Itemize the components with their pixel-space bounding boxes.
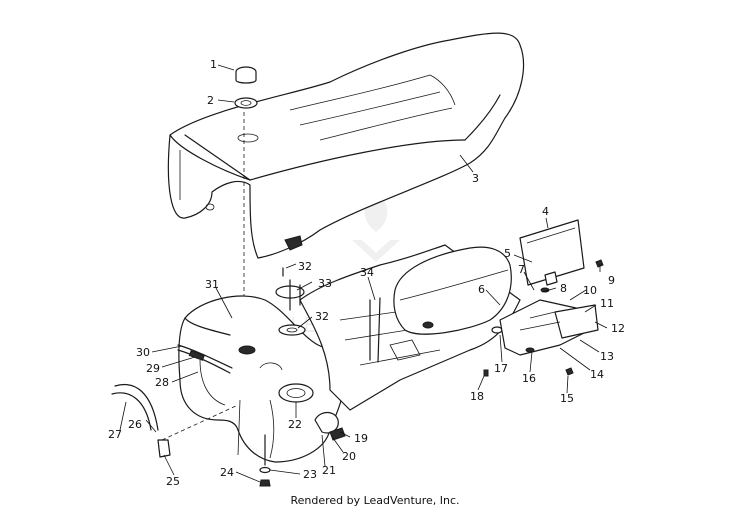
mounting-hardware	[259, 434, 271, 487]
callout-18: 18	[470, 390, 484, 403]
leader-lines	[119, 64, 608, 483]
breather-hose	[177, 344, 233, 374]
callout-1: 1	[210, 58, 217, 71]
callout-33: 33	[318, 277, 332, 290]
callout-13: 13	[600, 350, 614, 363]
cap-gasket	[234, 97, 258, 109]
callout-12: 12	[611, 322, 625, 335]
callout-31: 31	[205, 278, 219, 291]
fuel-fitting	[157, 439, 171, 458]
callout-11: 11	[600, 297, 614, 310]
callout-5: 5	[504, 247, 511, 260]
callout-25: 25	[166, 475, 180, 488]
callout-10: 10	[583, 284, 597, 297]
fuel-tank	[178, 295, 345, 463]
callout-9: 9	[608, 274, 615, 287]
callout-6: 6	[478, 283, 485, 296]
callout-7: 7	[518, 263, 525, 276]
callout-29: 29	[146, 362, 160, 375]
callout-3: 3	[472, 172, 479, 185]
callout-2: 2	[207, 94, 214, 107]
callout-4: 4	[542, 205, 549, 218]
fuel-pump-flange	[278, 383, 314, 403]
callout-8: 8	[560, 282, 567, 295]
callout-26: 26	[128, 418, 142, 431]
license-plate-bracket	[499, 219, 599, 356]
callout-15: 15	[560, 392, 574, 405]
callout-34: 34	[360, 266, 374, 279]
callout-32-lower: 32	[315, 310, 329, 323]
callout-16: 16	[522, 372, 536, 385]
callout-27: 27	[108, 428, 122, 441]
callout-28: 28	[155, 376, 169, 389]
callout-14: 14	[590, 368, 604, 381]
callout-24: 24	[220, 466, 234, 479]
callout-23: 23	[303, 468, 317, 481]
fuel-cap	[235, 66, 257, 84]
callout-21: 21	[322, 464, 336, 477]
callout-19: 19	[354, 432, 368, 445]
fasteners	[329, 259, 604, 441]
rendered-by-credit: Rendered by LeadVenture, Inc.	[290, 494, 460, 507]
callout-17: 17	[494, 362, 508, 375]
fuel-line	[111, 384, 239, 441]
callout-22: 22	[288, 418, 302, 431]
callout-32-upper: 32	[298, 260, 312, 273]
callout-labels: 1 2 3 4 5 6 7 8 9 10 11 12 13 14 15 16 1…	[108, 58, 625, 488]
rear-cushion	[393, 246, 512, 335]
callout-30: 30	[136, 346, 150, 359]
seat-assembly	[167, 32, 525, 259]
callout-20: 20	[342, 450, 356, 463]
